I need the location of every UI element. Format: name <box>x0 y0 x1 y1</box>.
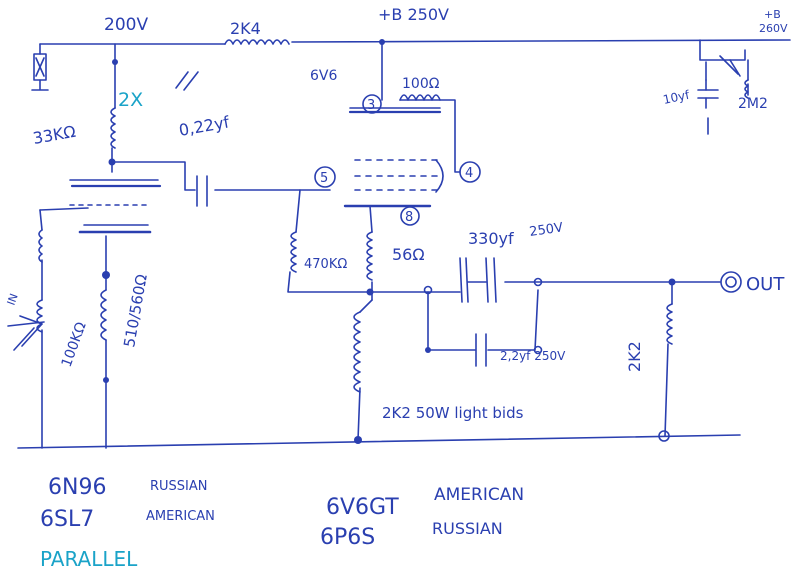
resistor-2k2-output <box>666 303 673 345</box>
label-510-560: 510/560Ω <box>120 273 151 349</box>
resistor-510-560 <box>100 289 107 341</box>
label-2k4: 2K4 <box>230 19 261 38</box>
pin-5-marker <box>314 166 336 188</box>
label-tube2-american-note: AMERICAN <box>434 485 524 505</box>
label-100-ohm: 100Ω <box>402 76 440 92</box>
output-jack <box>720 271 742 293</box>
transistor-regulator <box>719 55 741 77</box>
pin-4-marker <box>459 161 481 183</box>
resistor-100k-input <box>36 299 43 333</box>
label-in: IN <box>5 292 21 307</box>
label-pin-8: 8 <box>405 210 413 225</box>
label-tube1-american-note: AMERICAN <box>146 509 215 524</box>
pin-3-marker <box>362 94 382 114</box>
label-10yf: 10yf <box>662 88 692 107</box>
label-2k2-50w: 2K2 50W light bids <box>382 404 524 422</box>
label-tube1-russian-note: RUSSIAN <box>150 479 208 494</box>
resistor-33k <box>110 107 116 149</box>
label-022yf: 0,22yf <box>177 112 231 140</box>
label-tube1-russian: 6N96 <box>48 475 106 500</box>
label-200v: 200V <box>104 15 148 35</box>
labels: 200V 2K4 +B 250V +B 260V 6V6 100Ω 2X 33K… <box>5 5 788 571</box>
label-pin-5: 5 <box>320 171 328 186</box>
label-pin-3: 3 <box>367 98 375 113</box>
label-2x: 2X <box>118 89 143 111</box>
resistor-2k4 <box>224 39 290 45</box>
label-330yf: 330yf <box>468 229 514 248</box>
label-bplus-250: +B 250V <box>378 5 449 24</box>
resistor-grid-stopper <box>38 229 43 263</box>
resistor-100-ohm <box>399 94 441 101</box>
resistor-2m2 <box>744 79 749 99</box>
tube-preamp <box>69 179 162 291</box>
input-arrow-icon <box>7 315 45 351</box>
label-tube2-russian: 6P6S <box>320 525 375 550</box>
label-22yf: 2,2yf 250V <box>500 349 566 363</box>
capacitor-022 <box>196 175 208 207</box>
parallel-marks-icon <box>175 71 199 91</box>
tube-6v6 <box>343 107 444 208</box>
label-pin-4: 4 <box>465 166 473 181</box>
capacitor-330 <box>459 257 497 303</box>
label-bplus-260-top: +B <box>764 8 781 21</box>
label-6v6: 6V6 <box>310 68 337 84</box>
label-tube2-american: 6V6GT <box>326 495 399 520</box>
label-2k2: 2K2 <box>625 341 644 372</box>
label-bplus-260-bottom: 260V <box>759 22 788 35</box>
capacitor-10yf <box>697 79 719 109</box>
label-330yf-voltage: 250V <box>528 220 564 240</box>
junction-dots <box>102 39 676 444</box>
resistor-470k <box>290 231 297 273</box>
label-out: OUT <box>746 274 785 295</box>
resistor-56-ohm <box>366 231 373 281</box>
label-2m2: 2M2 <box>738 96 768 112</box>
label-tube1-american: 6SL7 <box>40 507 94 532</box>
label-33k: 33KΩ <box>31 122 77 148</box>
resistor-top-left <box>31 43 49 91</box>
label-tube2-russian-note: RUSSIAN <box>432 519 503 538</box>
label-56-ohm: 56Ω <box>392 245 425 264</box>
label-100k: 100KΩ <box>59 320 90 370</box>
resistor-2k2-50w <box>353 311 361 393</box>
pin-8-marker <box>400 206 420 226</box>
label-parallel: PARALLEL <box>40 547 138 571</box>
label-470k: 470KΩ <box>304 257 347 272</box>
capacitor-22 <box>475 333 487 367</box>
